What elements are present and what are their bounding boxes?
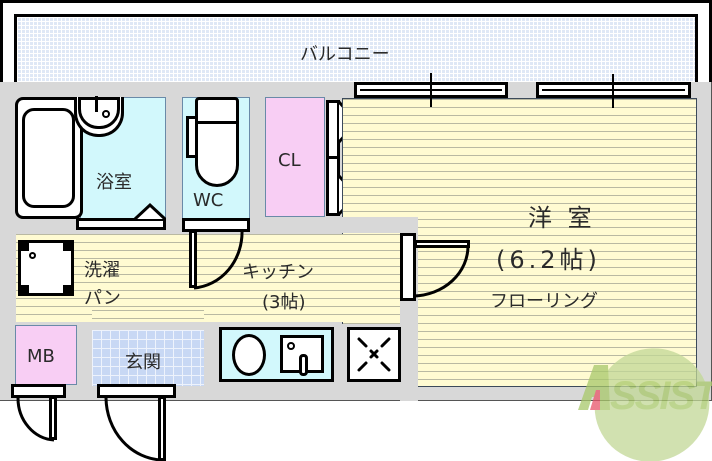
washer-pan-drain xyxy=(29,252,36,259)
closet-door-divider xyxy=(326,156,340,159)
stove-burner-icon xyxy=(357,337,391,372)
wc-door-swing-icon xyxy=(193,229,244,290)
closet xyxy=(265,97,325,217)
entrance-label: 玄関 xyxy=(125,352,161,373)
entrance xyxy=(92,330,204,386)
toilet-seat-line xyxy=(198,121,236,124)
washer-pan-corner-tl xyxy=(21,243,29,251)
bathroom-door-handle-icon xyxy=(133,202,167,220)
room-door[interactable] xyxy=(414,240,470,248)
kitchen-area-lower xyxy=(92,310,204,322)
room-partition-wall xyxy=(340,217,418,233)
kitchen-size: (3帖) xyxy=(262,292,306,313)
bathtub-inner xyxy=(22,108,75,208)
washer-pan-corner-tr xyxy=(63,243,71,251)
room-door-frame xyxy=(400,233,416,301)
western-room-size: (6.2帖) xyxy=(496,246,601,274)
window-right-post xyxy=(612,74,614,108)
closet-label: CL xyxy=(278,150,301,171)
entrance-door-opening xyxy=(110,387,162,395)
balcony-label: バルコニー xyxy=(300,44,390,65)
assist-logo-icon: SSIST xyxy=(578,348,712,461)
window-left-post xyxy=(430,73,432,107)
faucet-stem xyxy=(95,96,98,112)
washbasin-inner xyxy=(78,97,120,129)
washer-pan-label-1: 洗濯 xyxy=(84,260,120,281)
wc-door[interactable] xyxy=(189,230,197,288)
balcony xyxy=(14,14,698,82)
sink-drain xyxy=(287,342,295,350)
meter-box xyxy=(15,325,77,385)
washer-pan-corner-bl xyxy=(21,285,29,293)
sink-faucet xyxy=(299,354,308,376)
mb-door-opening xyxy=(24,387,52,395)
kitchen-label: キッチン xyxy=(242,262,314,283)
washer-pan-label-2: パン xyxy=(84,288,121,309)
meter-box-label: MB xyxy=(27,346,55,367)
kitchen-area xyxy=(16,234,400,322)
western-room-label: 洋 室 xyxy=(528,204,596,232)
room-door-swing-icon xyxy=(413,245,470,298)
mb-door-swing-icon xyxy=(16,397,55,442)
svg-text:SSIST: SSIST xyxy=(610,374,712,418)
toilet-icon xyxy=(195,97,239,187)
entrance-door-swing-icon xyxy=(104,397,163,461)
bathroom-label: 浴室 xyxy=(96,172,132,193)
toilet-label: WC xyxy=(193,190,224,211)
faucet-dot xyxy=(102,110,110,118)
wc-door-opening xyxy=(196,221,232,229)
western-room-floor-type: フローリング xyxy=(490,291,598,312)
bathroom-door[interactable] xyxy=(76,218,166,230)
washer-pan-corner-br xyxy=(63,285,71,293)
sink-basin-round-icon xyxy=(232,334,266,376)
